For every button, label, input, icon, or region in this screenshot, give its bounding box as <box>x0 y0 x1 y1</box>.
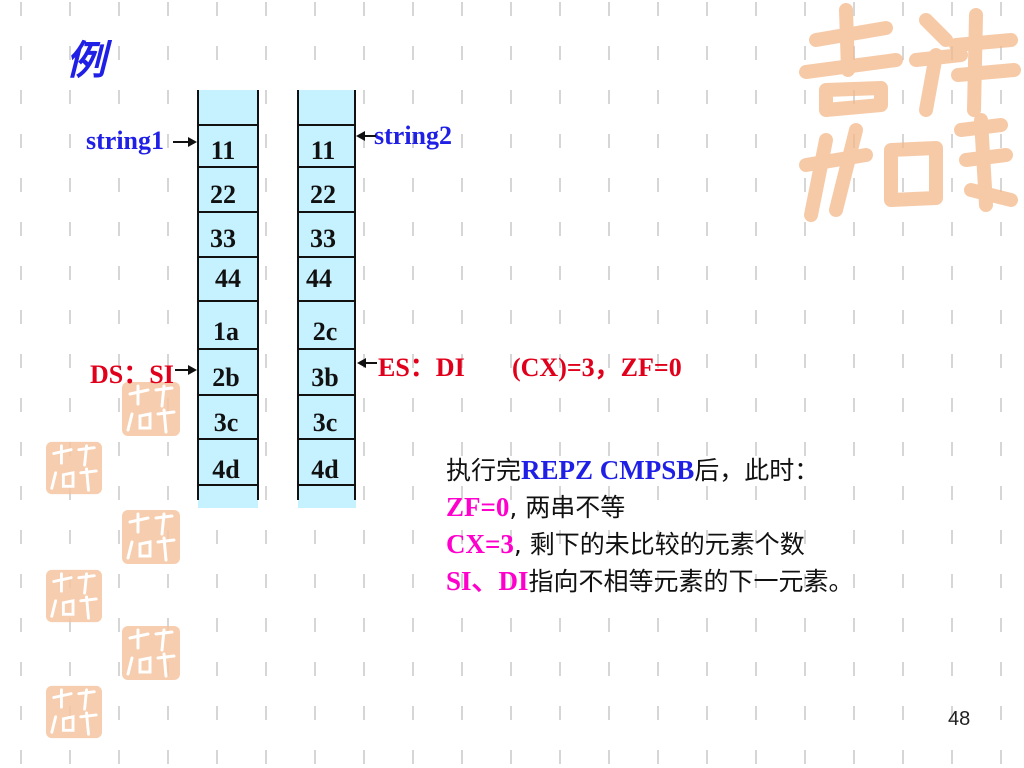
string1-label: string1 <box>86 126 164 155</box>
string1-divider <box>197 438 259 440</box>
instruction-name: REPZ CMPSB <box>521 455 695 485</box>
string1-divider <box>197 124 259 126</box>
string1-divider <box>197 300 259 302</box>
explanation-line-1: 执行完REPZ CMPSB后，此时： <box>446 455 820 485</box>
string2-divider <box>297 348 356 350</box>
string2-cell: 22 <box>310 180 336 209</box>
auspicious-seal-icon <box>122 510 180 564</box>
string2-cell: 4d <box>311 455 339 484</box>
auspicious-seal-icon <box>46 685 102 739</box>
string1-divider <box>197 348 259 350</box>
string1-cell: 11 <box>210 136 236 165</box>
string2-cell: 3b <box>311 363 339 392</box>
si-di-registers: SI、DI <box>446 566 529 596</box>
auspicious-seal-icon <box>122 626 180 680</box>
string2-divider <box>297 256 356 258</box>
string1-divider <box>197 166 259 168</box>
string2-right-border <box>354 90 356 500</box>
string2-cell: 33 <box>310 224 336 253</box>
string1-cell: 33 <box>210 224 236 253</box>
string2-cell: 44 <box>306 264 332 293</box>
auspicious-seal-icon <box>46 441 102 495</box>
ds-si-pointer-label: DS：SI <box>90 360 174 389</box>
string1-divider <box>197 211 259 213</box>
string1-divider <box>197 256 259 258</box>
explanation-line-3: CX=3, 剩下的未比较的元素个数 <box>446 529 805 559</box>
auspicious-seal-icon <box>122 382 180 436</box>
explanation-line-2: ZF=0, 两串不等 <box>446 492 626 522</box>
string2-label: string2 <box>374 121 452 150</box>
string2-cell: 3c <box>312 408 338 437</box>
string2-divider <box>297 300 356 302</box>
string2-divider <box>297 211 356 213</box>
arrow-right-icon <box>173 137 197 147</box>
string2-divider <box>297 124 356 126</box>
string1-cell: 3c <box>213 408 239 437</box>
string1-cell: 2b <box>212 363 240 392</box>
auspicious-seal-icon <box>799 3 1021 222</box>
es-di-pointer-label: ES：DI <box>378 353 465 382</box>
string1-cell: 44 <box>215 264 241 293</box>
string2-cell: 2c <box>312 317 338 346</box>
auspicious-seal-icon <box>46 569 102 623</box>
string1-cell: 4d <box>212 455 240 484</box>
string2-divider <box>297 394 356 396</box>
arrow-left-icon <box>356 131 376 141</box>
arrow-right-icon <box>175 365 197 375</box>
string1-cell: 1a <box>213 317 239 346</box>
string2-divider <box>297 166 356 168</box>
string2-cell: 11 <box>310 136 336 165</box>
cx-value: CX=3 <box>446 529 514 559</box>
string1-divider <box>197 484 259 486</box>
register-state-label: (CX)=3，ZF=0 <box>512 353 682 382</box>
slide-title: 例 <box>66 37 106 84</box>
string1-left-border <box>197 90 199 500</box>
string1-cell: 22 <box>210 180 236 209</box>
string2-divider <box>297 438 356 440</box>
zf-value: ZF=0 <box>446 492 510 522</box>
explanation-text: 执行完REPZ CMPSB后，此时： ZF=0, 两串不等 CX=3, 剩下的未… <box>446 452 854 600</box>
string1-right-border <box>257 90 259 500</box>
explanation-line-4: SI、DI指向不相等元素的下一元素。 <box>446 566 854 596</box>
arrow-left-icon <box>357 358 377 368</box>
page-number: 48 <box>948 708 971 730</box>
string2-left-border <box>297 90 299 500</box>
string1-divider <box>197 394 259 396</box>
string2-divider <box>297 484 356 486</box>
